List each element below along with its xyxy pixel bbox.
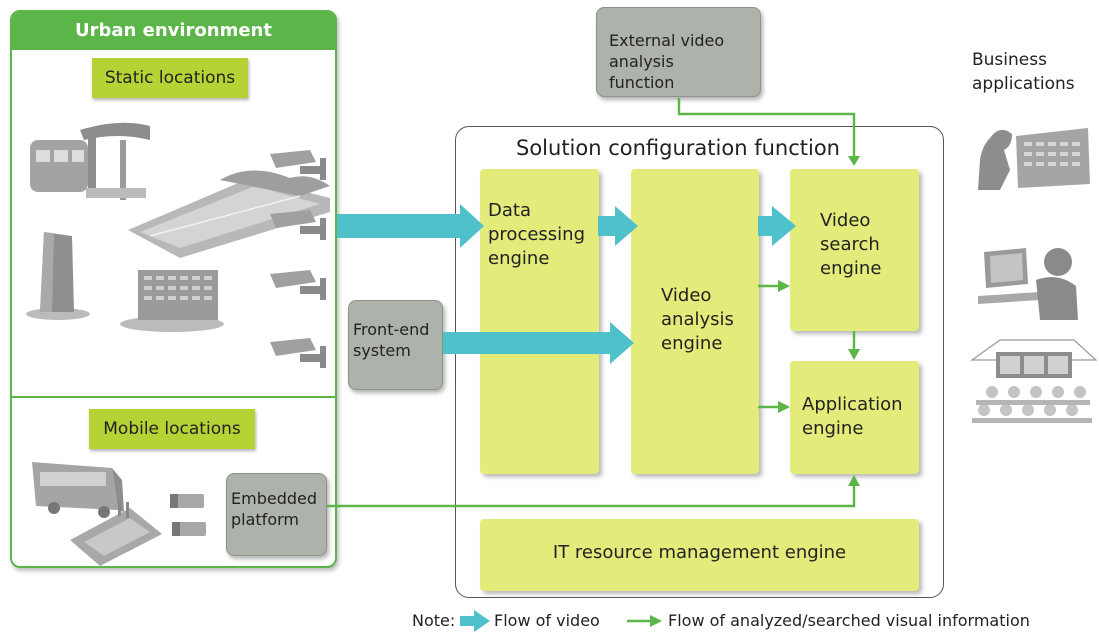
control-room-icon [970,339,1098,423]
video-analysis-engine-label: Video analysis engine [661,285,734,354]
business-applications-label: Business applications [972,50,1075,94]
camera-icon [270,210,326,240]
urban-environment-title: Urban environment [12,12,335,50]
urban-divider [12,396,335,398]
it-resource-management-label: IT resource management engine [552,542,847,563]
video-search-engine: Video search engine [790,169,919,331]
it-resource-management-engine: IT resource management engine [480,519,919,591]
video-flow-arrow [337,204,484,248]
legend-video-flow-label: Flow of video [494,611,600,630]
mobile-locations-label: Mobile locations [89,409,255,449]
camera-icon [270,338,326,368]
video-flow-arrow [598,206,638,246]
camera-icon [270,270,326,300]
external-video-analysis-box: External video analysis function [596,7,761,97]
data-processing-engine: Data processing engine [480,169,599,474]
legend-info-flow-label: Flow of analyzed/searched visual informa… [668,611,1030,630]
static-locations-label: Static locations [92,58,248,98]
highway-icon [128,170,330,258]
front-end-system-label: Front-end system [353,320,430,360]
building-icon [26,232,90,320]
legend-video-flow-icon [460,610,490,632]
external-video-analysis-label: External video analysis function [609,31,725,92]
pc-operator-icon [978,248,1078,320]
video-flow-arrow [758,206,796,246]
front-end-system-box: Front-end system [348,300,443,390]
desk-operator-icon [978,128,1090,190]
solution-configuration-title: Solution configuration function [516,136,840,160]
application-engine: Application engine [790,361,919,474]
embedded-platform-box: Embedded platform [226,473,327,556]
legend-note: Note: [412,611,456,630]
info-flow-arrow [677,98,856,156]
parking-icon [70,500,162,566]
info-flow-arrow [327,486,856,508]
camera-icon [270,150,326,180]
application-engine-label: Application engine [802,394,903,439]
mobile-camera-icon [170,494,206,536]
data-processing-engine-label: Data processing engine [488,200,586,269]
train-station-icon [30,122,150,200]
embedded-platform-label: Embedded platform [231,489,318,529]
video-search-engine-label: Video search engine [820,210,882,279]
video-flow-arrow [443,322,634,364]
office-building-icon [120,270,224,332]
legend-info-flow-icon [627,615,662,627]
video-analysis-engine: Video analysis engine [631,169,759,474]
